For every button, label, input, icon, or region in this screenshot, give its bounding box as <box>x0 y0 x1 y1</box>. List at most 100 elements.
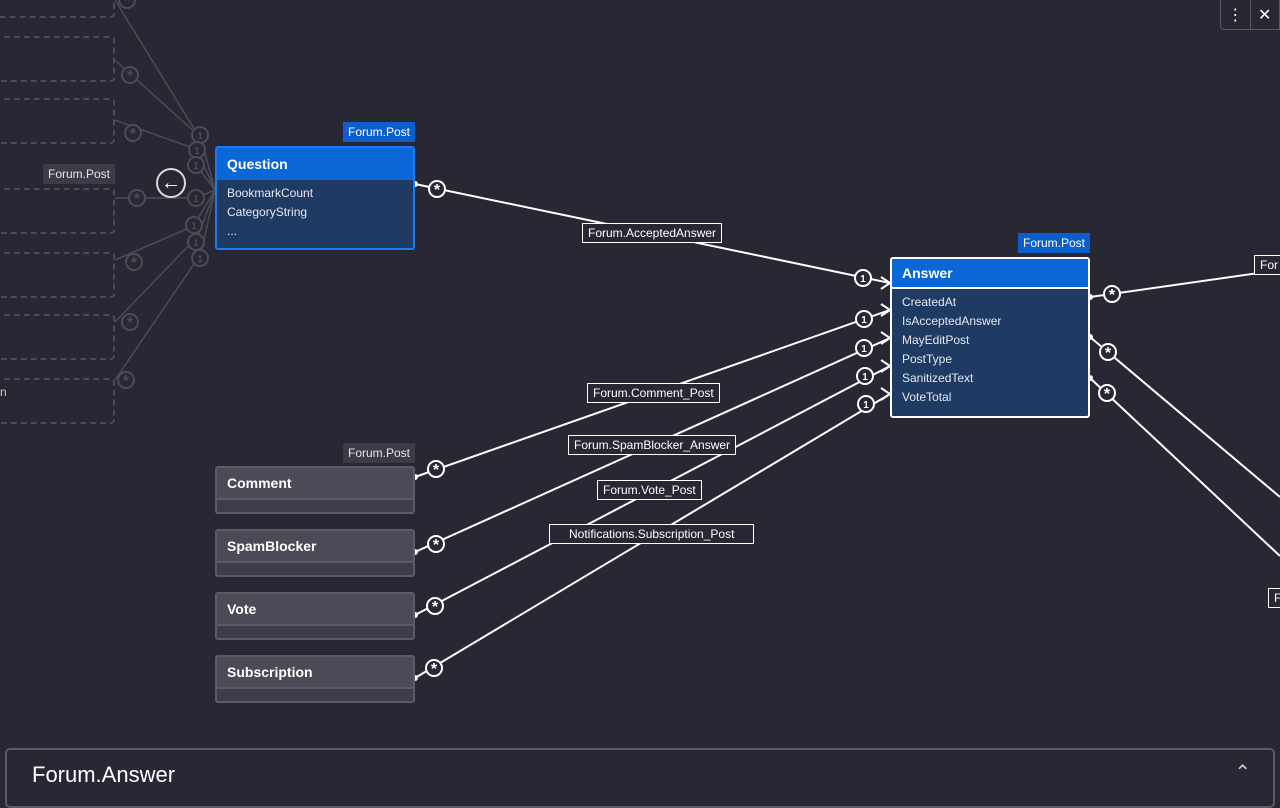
vote-title: Vote <box>217 594 413 626</box>
relation-connector <box>1089 377 1280 557</box>
multiplicity-many: * <box>427 460 445 479</box>
svg-text:1: 1 <box>193 194 199 205</box>
ghost-node-tag: Forum.Post <box>43 164 116 184</box>
ghost-node[interactable] <box>0 252 115 298</box>
ghost-node[interactable] <box>0 314 115 360</box>
ghost-multiplicity-many: * <box>121 66 139 85</box>
more-options-icon[interactable]: ⋮ <box>1221 0 1251 29</box>
relation-label-accepted-answer[interactable]: Forum.AcceptedAnswer <box>582 223 723 243</box>
ghost-multiplicity-one: 1 <box>185 216 203 234</box>
relation-connector <box>1089 336 1280 498</box>
svg-text:1: 1 <box>193 161 199 172</box>
relation-label-comment-post[interactable]: Forum.Comment_Post <box>587 383 720 403</box>
ghost-multiplicity-one: 1 <box>191 249 209 267</box>
multiplicity-one: 1 <box>855 339 873 357</box>
svg-text:*: * <box>127 315 134 332</box>
svg-text:*: * <box>127 68 134 85</box>
svg-text:1: 1 <box>862 372 868 383</box>
comment-tag: Forum.Post <box>343 443 416 463</box>
svg-text:*: * <box>124 0 131 10</box>
ghost-node[interactable] <box>0 378 115 424</box>
svg-text:1: 1 <box>193 238 199 249</box>
relation-label-vote-post[interactable]: Forum.Vote_Post <box>597 480 702 500</box>
ghost-node[interactable] <box>0 98 115 144</box>
multiplicity-many: * <box>425 659 443 678</box>
answer-field: CreatedAt <box>902 295 957 309</box>
svg-text:*: * <box>131 255 138 272</box>
ghost-multiplicity-many: * <box>128 189 146 208</box>
question-fields: BookmarkCount CategoryString ... <box>217 180 413 245</box>
ghost-node[interactable] <box>0 188 115 234</box>
relation-label-partial[interactable]: F <box>1268 588 1280 608</box>
ghost-multiplicity-one: 1 <box>188 141 206 159</box>
spamblocker-node[interactable]: SpamBlocker <box>215 529 415 577</box>
vote-node[interactable]: Vote <box>215 592 415 640</box>
relation-label-partial[interactable]: For <box>1254 255 1280 275</box>
relation-label-subscription-post[interactable]: Notifications.Subscription_Post <box>549 524 755 544</box>
svg-text:*: * <box>434 182 441 199</box>
arrow-head-icon <box>880 331 892 345</box>
answer-field: PostType <box>902 352 953 366</box>
relation-connector <box>1089 269 1280 298</box>
arrow-head-icon <box>880 303 892 317</box>
ghost-connector <box>114 257 199 381</box>
ghost-connector <box>114 237 197 323</box>
multiplicity-one: 1 <box>855 310 873 328</box>
diagram-toolbar: ⋮ ✕ <box>1220 0 1280 30</box>
ghost-node[interactable] <box>0 0 115 18</box>
multiplicity-many: * <box>1099 343 1117 362</box>
close-icon[interactable]: ✕ <box>1258 6 1272 24</box>
question-tag: Forum.Post <box>343 122 416 142</box>
chevron-up-icon[interactable]: ⌃ <box>1234 762 1251 784</box>
comment-title: Comment <box>217 468 413 500</box>
multiplicity-many: * <box>427 535 445 554</box>
comment-node[interactable]: Comment <box>215 466 415 514</box>
ghost-connector <box>195 189 216 243</box>
answer-node[interactable]: Answer CreatedAt IsAcceptedAnswer MayEdi… <box>890 257 1090 418</box>
answer-field: SanitizedText <box>902 371 974 385</box>
multiplicity-many: * <box>428 180 446 199</box>
svg-text:1: 1 <box>861 315 867 326</box>
multiplicity-one: 1 <box>857 395 875 413</box>
ghost-multiplicity-one: 1 <box>187 156 205 174</box>
svg-text:*: * <box>1104 386 1111 403</box>
ghost-multiplicity-many: * <box>124 124 142 143</box>
question-node[interactable]: Question BookmarkCount CategoryString ..… <box>215 146 415 250</box>
ghost-node-label: n <box>0 385 7 399</box>
ghost-multiplicity-one: 1 <box>187 233 205 251</box>
ghost-multiplicity-one: 1 <box>191 126 209 144</box>
answer-field: MayEditPost <box>902 333 970 347</box>
multiplicity-one: 1 <box>854 269 872 287</box>
arrow-head-icon <box>880 387 892 401</box>
svg-text:*: * <box>433 537 440 554</box>
relation-label-spamblocker-answer[interactable]: Forum.SpamBlocker_Answer <box>568 435 737 455</box>
ghost-multiplicity-many: * <box>125 253 143 272</box>
multiplicity-many: * <box>1103 285 1121 304</box>
answer-tag: Forum.Post <box>1018 233 1091 253</box>
svg-text:1: 1 <box>194 146 200 157</box>
answer-title: Answer <box>892 259 1088 289</box>
ghost-connector <box>114 119 199 151</box>
svg-text:1: 1 <box>861 344 867 355</box>
ghost-node[interactable] <box>0 36 115 82</box>
svg-text:*: * <box>130 126 137 143</box>
back-arrow-icon[interactable]: ← <box>156 168 186 198</box>
ghost-multiplicity-one: 1 <box>187 189 205 207</box>
svg-text:1: 1 <box>860 274 866 285</box>
svg-text:*: * <box>433 462 440 479</box>
ghost-multiplicity-many: * <box>118 0 136 10</box>
subscription-title: Subscription <box>217 657 413 689</box>
subscription-node[interactable]: Subscription <box>215 655 415 703</box>
question-title: Question <box>217 148 413 180</box>
multiplicity-many: * <box>426 597 444 616</box>
svg-text:*: * <box>123 373 130 390</box>
details-panel-title: Forum.Answer <box>32 762 176 787</box>
svg-text:*: * <box>1109 287 1116 304</box>
question-field: ... <box>227 224 238 238</box>
answer-field: IsAcceptedAnswer <box>902 314 1002 328</box>
ghost-connector <box>114 224 197 261</box>
svg-text:*: * <box>432 599 439 616</box>
svg-text:*: * <box>1105 345 1112 362</box>
ghost-connector <box>114 0 199 136</box>
arrow-head-icon <box>880 359 892 373</box>
